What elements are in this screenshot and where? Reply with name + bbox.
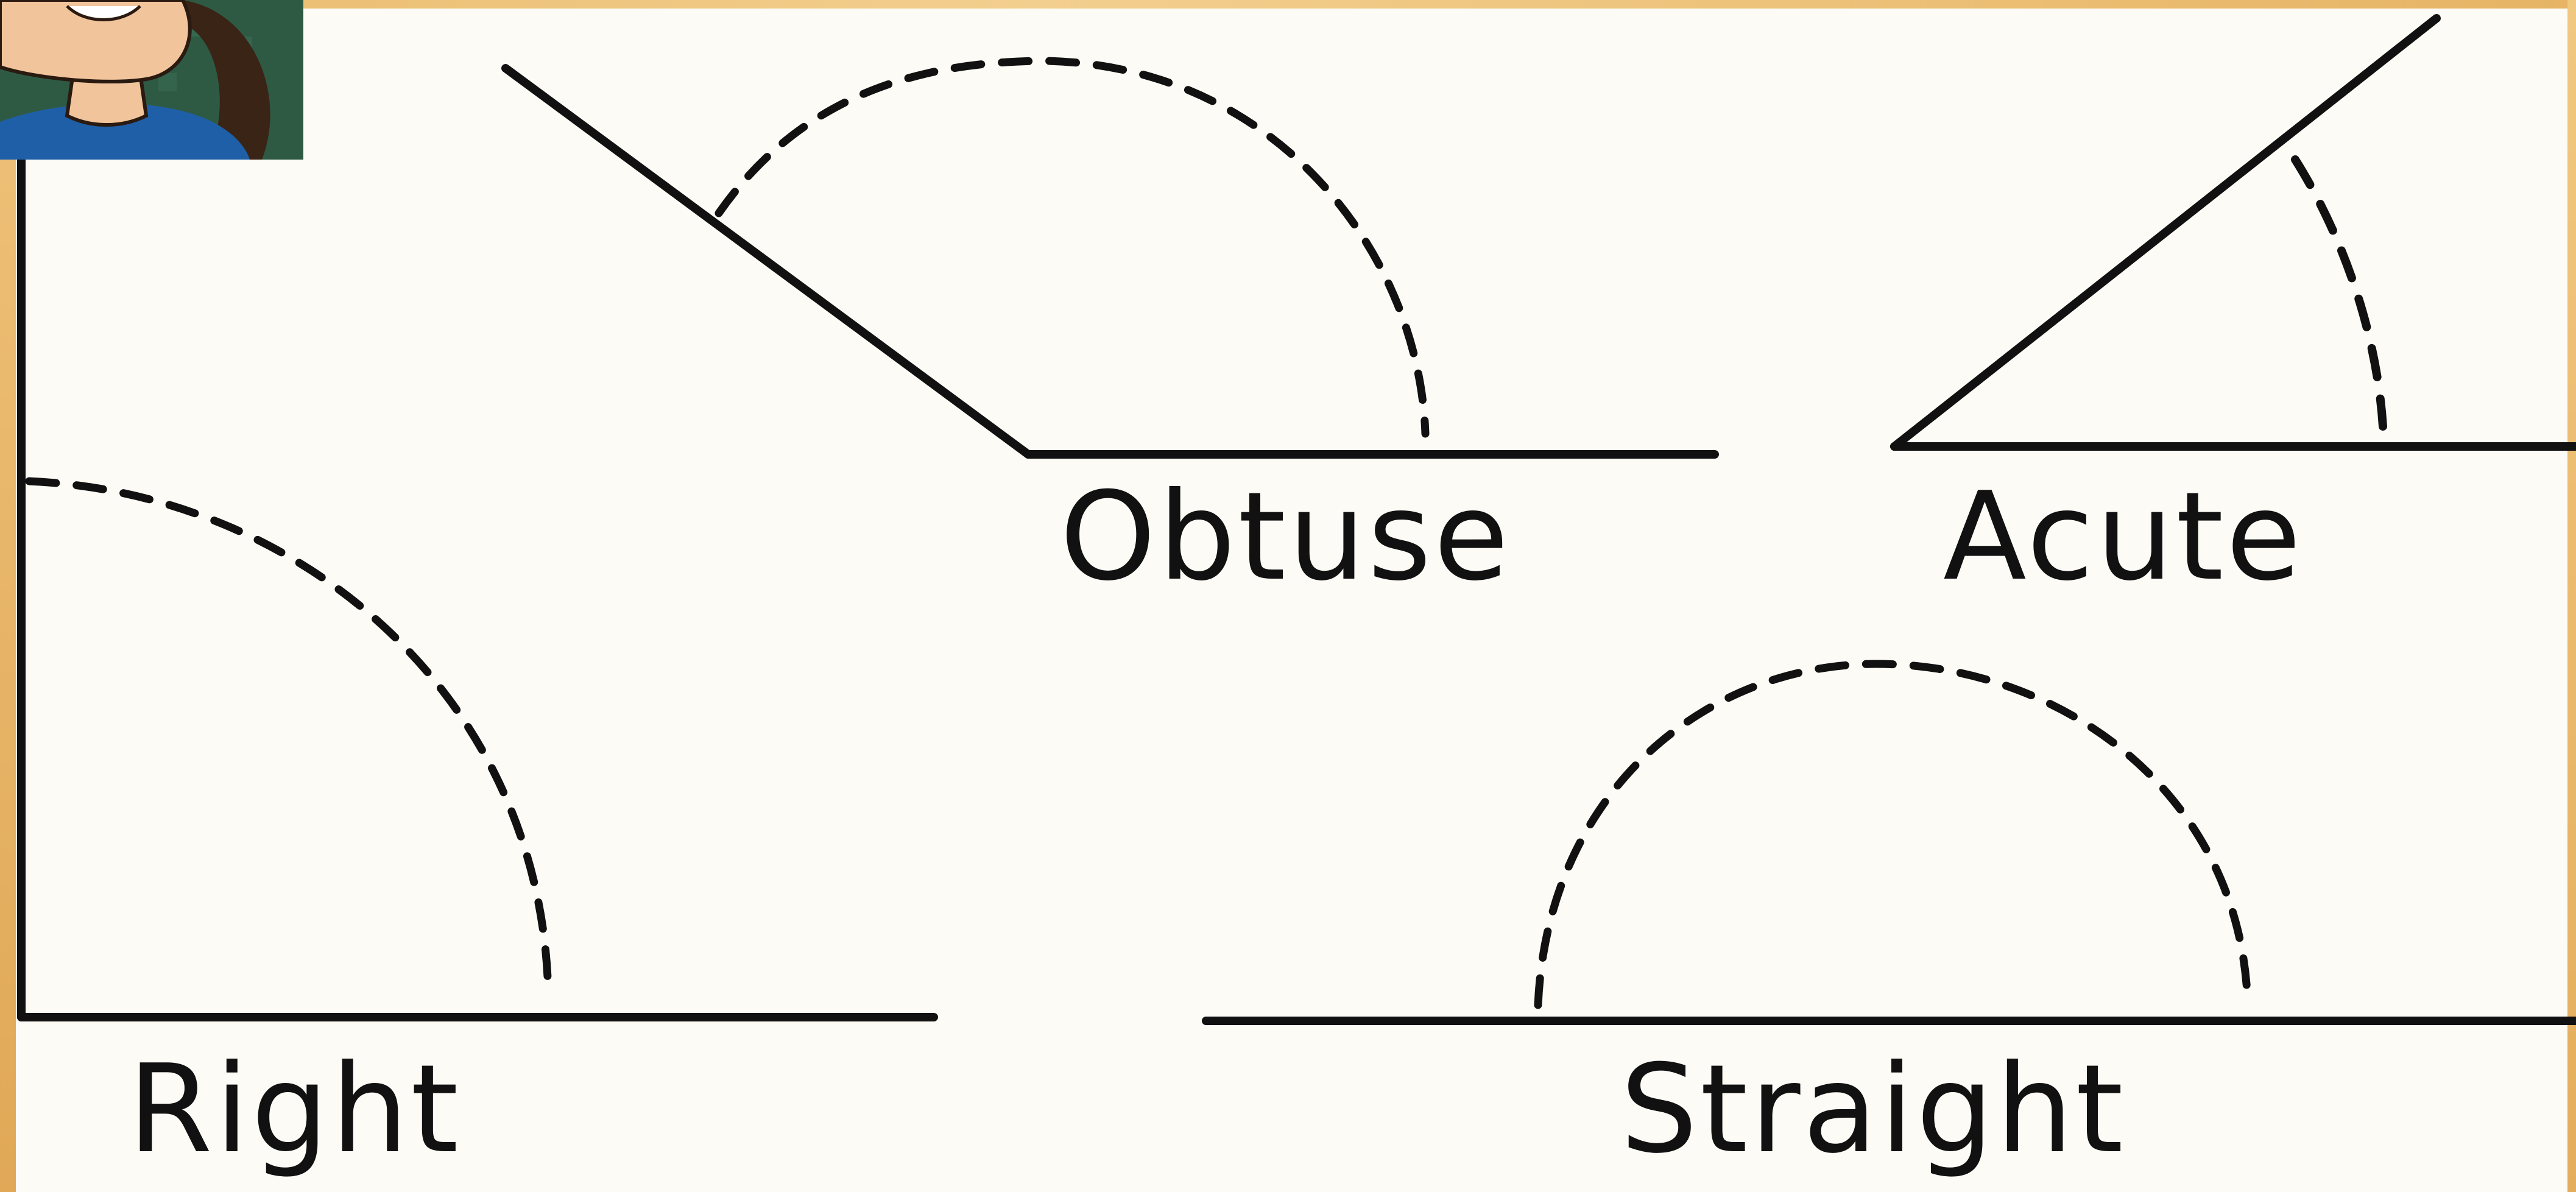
acute-label: Acute (1943, 466, 2303, 608)
acute-arc (2291, 155, 2387, 431)
straight-label: Straight (1620, 1039, 2126, 1180)
slide-frame-right (2567, 0, 2576, 1192)
obtuse-angle: Obtuse (501, 57, 1719, 608)
slide-frame-left (0, 0, 16, 1192)
teacher-avatar-icon (0, 0, 303, 160)
right-arc (25, 477, 552, 998)
straight-angle: Straight (1202, 660, 2576, 1180)
obtuse-arc (715, 57, 1430, 438)
obtuse-label: Obtuse (1060, 466, 1511, 608)
right-angle: Right (17, 142, 938, 1180)
obtuse-arm-upper (501, 64, 1032, 459)
acute-arm-upper (1890, 14, 2441, 451)
right-label: Right (128, 1039, 461, 1180)
slide-frame-top (0, 0, 2576, 9)
acute-angle: Acute (1890, 14, 2576, 608)
straight-arc (1534, 660, 2252, 1009)
